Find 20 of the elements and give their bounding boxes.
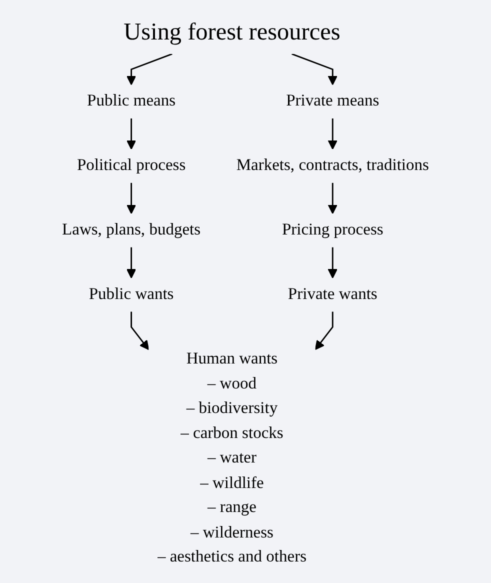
node-text: Public wants [88, 286, 174, 304]
arrow [126, 118, 136, 150]
arrow [314, 312, 334, 350]
arrow [130, 312, 150, 350]
arrow [126, 182, 136, 214]
node-text: Markets, contracts, traditions [236, 156, 429, 175]
node-text: Political process [76, 156, 186, 175]
arrow [126, 247, 136, 278]
node-text: Private means [286, 92, 380, 110]
node-text: Pricing process [282, 221, 384, 239]
arrow [126, 53, 172, 86]
node-text: Private wants [288, 286, 378, 304]
arrow [292, 53, 338, 86]
node-text: Using forest resources [124, 18, 340, 46]
node-text: Human wants – wood – biodiversity – carbon stocks – water – wildlife – range – wilderness – aesthetics and others [157, 350, 306, 566]
arrow [328, 118, 338, 150]
arrow [328, 182, 338, 214]
arrow [328, 247, 338, 278]
node-text: Laws, plans, budgets [62, 221, 201, 239]
node-text: Public means [87, 92, 176, 110]
